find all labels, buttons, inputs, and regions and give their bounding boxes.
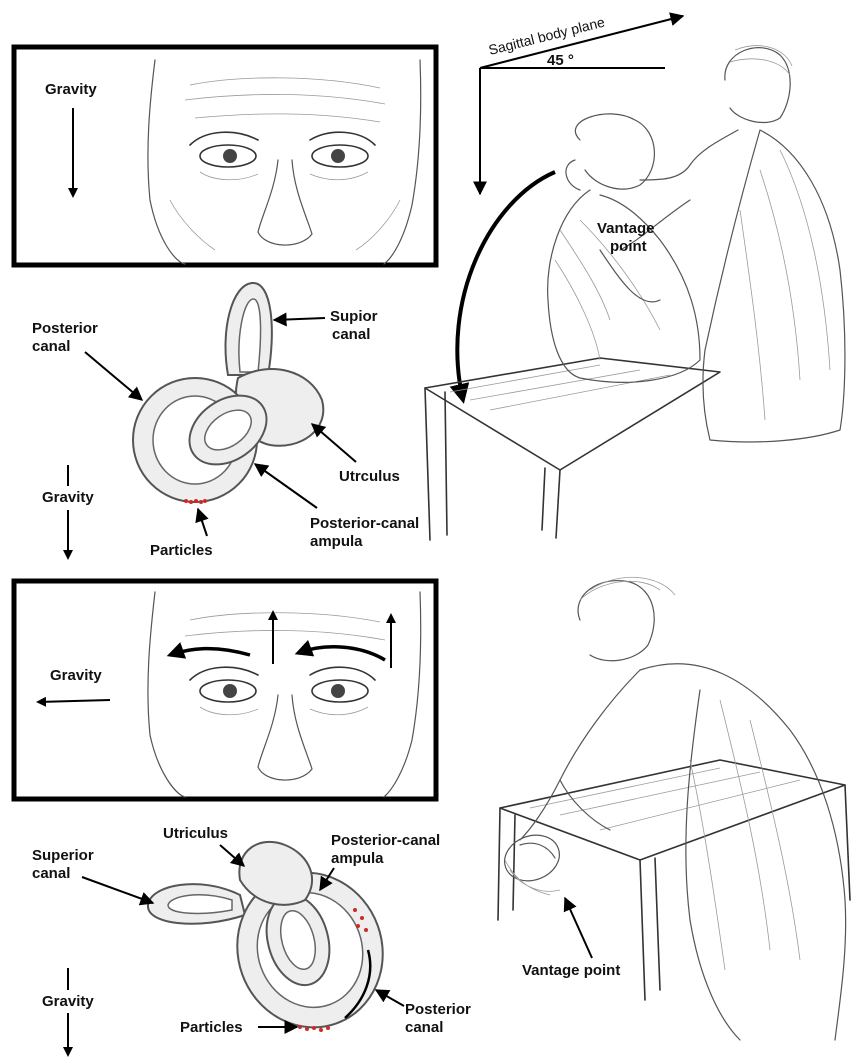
top-utriculus-leader bbox=[312, 424, 356, 462]
bottom-posterior-canal-leader bbox=[376, 990, 404, 1006]
top-particles bbox=[184, 499, 207, 504]
bottom-ampula-label-1: Posterior-canal bbox=[331, 832, 440, 849]
bottom-face-gravity-label: Gravity bbox=[50, 667, 102, 684]
bottom-right-scene: Vantage point bbox=[498, 577, 850, 1040]
bottom-utriculus-leader bbox=[220, 845, 244, 866]
top-ampula-label-2: ampula bbox=[310, 533, 363, 550]
top-ampula-leader bbox=[255, 464, 317, 508]
bottom-particles-label: Particles bbox=[180, 1019, 243, 1036]
top-right-scene: Sagittal body plane 45 ° Vantage po bbox=[425, 14, 845, 540]
bottom-utriculus-shape bbox=[239, 842, 312, 905]
bottom-labyrinth-gravity-label: Gravity bbox=[42, 993, 94, 1010]
bottom-superior-canal-label-2: canal bbox=[32, 865, 70, 882]
top-vantage-label-2: point bbox=[610, 238, 647, 255]
top-ampula-label-1: Posterior-canal bbox=[310, 515, 419, 532]
top-posterior-canal-label-2: canal bbox=[32, 338, 70, 355]
top-posterior-canal-label-1: Posterior bbox=[32, 320, 98, 337]
bottom-posterior-canal-label-1: Posterior bbox=[405, 1001, 471, 1018]
top-doctor bbox=[620, 46, 845, 442]
bottom-utriculus-label: Utriculus bbox=[163, 825, 228, 842]
bottom-vantage-leader bbox=[565, 898, 592, 958]
top-labyrinth: Posterior canal Supior canal Utrculus Po… bbox=[32, 283, 419, 559]
top-superior-canal-leader bbox=[274, 318, 325, 320]
top-face-gravity-label: Gravity bbox=[45, 81, 97, 98]
head-rotation-arrow bbox=[457, 172, 555, 400]
bottom-superior-canal-leader bbox=[82, 877, 153, 903]
angle-label: 45 ° bbox=[547, 52, 574, 69]
top-particles-leader bbox=[198, 509, 207, 536]
top-labyrinth-gravity-label: Gravity bbox=[42, 489, 94, 506]
bottom-labyrinth: Utriculus Superior canal Posterior-canal… bbox=[32, 825, 471, 1055]
top-table bbox=[425, 358, 720, 540]
top-face-panel: Gravity bbox=[14, 47, 436, 265]
top-vantage-label-1: Vantage bbox=[597, 220, 655, 237]
top-superior-canal-label-2: canal bbox=[332, 326, 370, 343]
top-utriculus-label: Utrculus bbox=[339, 468, 400, 485]
bottom-vantage-label: Vantage point bbox=[522, 962, 620, 979]
bottom-posterior-canal-label-2: canal bbox=[405, 1019, 443, 1036]
bottom-superior-canal-label-1: Superior bbox=[32, 847, 94, 864]
bottom-patient-head bbox=[498, 828, 566, 895]
top-superior-canal-label-1: Supior bbox=[330, 308, 378, 325]
top-posterior-canal-leader bbox=[85, 352, 142, 400]
bottom-ampula-label-2: ampula bbox=[331, 850, 384, 867]
bottom-face-panel: Gravity bbox=[14, 581, 436, 799]
top-particles-label: Particles bbox=[150, 542, 213, 559]
